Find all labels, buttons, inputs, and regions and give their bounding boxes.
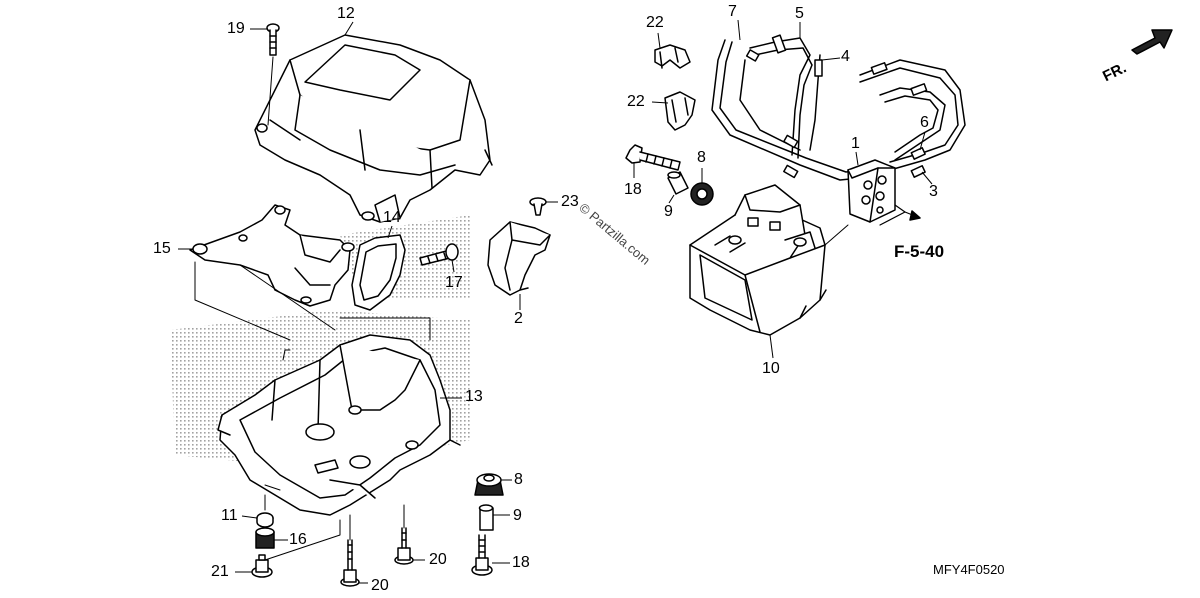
brake-pipes	[711, 34, 966, 181]
label-6[interactable]: 6	[920, 114, 929, 131]
clip-part-22-lower	[664, 91, 696, 131]
label-23[interactable]: 23	[561, 193, 579, 210]
reference-f-5-40[interactable]: F-5-40	[894, 242, 945, 261]
label-16[interactable]: 16	[289, 531, 307, 548]
tray-part-13	[217, 334, 461, 516]
clip-part-22-upper	[654, 44, 691, 69]
collar-part-9-upper	[667, 171, 689, 195]
label-18-upper[interactable]: 18	[624, 181, 642, 198]
label-14[interactable]: 14	[383, 209, 401, 226]
label-12[interactable]: 12	[337, 5, 355, 22]
leader-lines	[178, 19, 933, 584]
bolt-part-18-lower	[471, 534, 493, 576]
label-13[interactable]: 13	[465, 388, 483, 405]
modulator-part-10	[689, 184, 827, 336]
label-11[interactable]: 11	[221, 507, 238, 524]
grommet-part-16	[255, 527, 275, 549]
clip-part-23	[529, 197, 547, 216]
grommet-part-8-upper	[690, 182, 714, 206]
bolt-part-18-upper	[625, 144, 681, 171]
label-8-lower[interactable]: 8	[514, 471, 523, 488]
label-20-lower[interactable]: 20	[371, 577, 389, 594]
label-15[interactable]: 15	[153, 240, 171, 257]
gasket-part-14	[351, 234, 406, 311]
grommet-part-11	[256, 512, 274, 528]
label-20-upper[interactable]: 20	[429, 551, 447, 568]
bracket-part-15	[189, 204, 355, 307]
label-17[interactable]: 17	[445, 274, 463, 291]
label-22-upper[interactable]: 22	[646, 14, 664, 31]
label-2[interactable]: 2	[514, 310, 523, 327]
bolt-part-19	[266, 23, 280, 126]
bolt-part-17	[419, 243, 459, 266]
cover-part-12	[254, 34, 493, 223]
label-22-lower[interactable]: 22	[627, 93, 645, 110]
grommet-part-8-lower	[474, 473, 504, 496]
front-direction-arrow	[1131, 29, 1173, 55]
label-18-lower[interactable]: 18	[512, 554, 530, 571]
label-3[interactable]: 3	[929, 183, 938, 200]
label-10[interactable]: 10	[762, 360, 780, 377]
label-7[interactable]: 7	[728, 3, 737, 20]
bolt-part-20-upper	[394, 527, 414, 565]
label-19[interactable]: 19	[227, 20, 245, 37]
label-21[interactable]: 21	[211, 563, 229, 580]
label-8-upper[interactable]: 8	[697, 149, 706, 166]
diagram-code: MFY4F0520	[933, 562, 1005, 577]
label-5[interactable]: 5	[795, 5, 804, 22]
cover-part-2	[487, 221, 551, 296]
label-9-upper[interactable]: 9	[664, 203, 673, 220]
joint-part-1	[847, 159, 896, 223]
label-9-lower[interactable]: 9	[513, 507, 522, 524]
bolt-part-20-lower	[340, 539, 360, 587]
collar-part-9-lower	[478, 504, 494, 531]
label-4[interactable]: 4	[841, 48, 850, 65]
label-1[interactable]: 1	[851, 135, 860, 152]
